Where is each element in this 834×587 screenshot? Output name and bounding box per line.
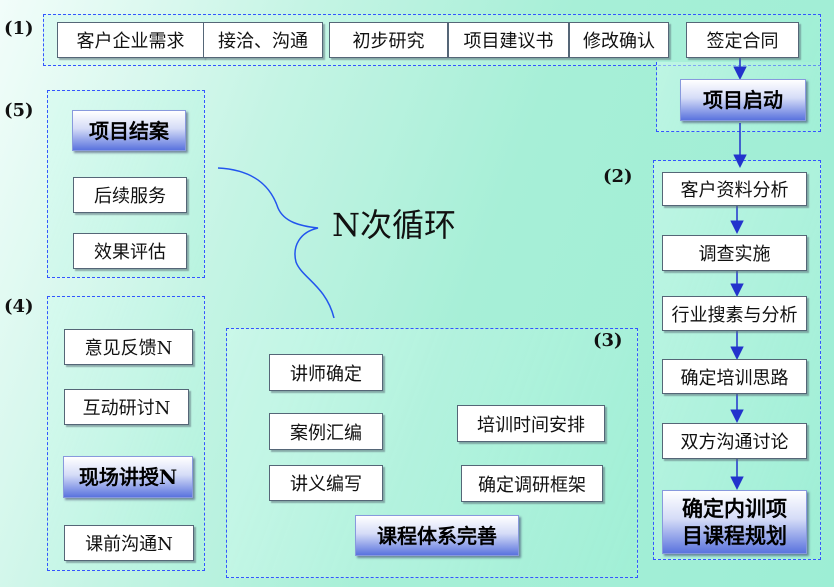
stage1-step-contact: 接洽、沟通 [203,22,323,58]
stage3-item-handouts: 讲义编写 [269,465,383,501]
stage5-item-evaluation: 效果评估 [73,233,187,269]
stage5-item-followup: 后续服务 [73,177,187,213]
stage4-item-feedback: 意见反馈N [64,329,193,365]
stage3-item-cases: 案例汇编 [269,413,383,450]
stage2-step-client-analysis: 客户资料分析 [662,172,807,206]
stage2-step-survey: 调查实施 [662,235,807,271]
stage3-item-framework: 确定调研框架 [461,465,603,502]
section-label-2: (2) [603,166,633,187]
stage3-item-trainer: 讲师确定 [269,354,383,391]
stage1-step-contract: 签定合同 [686,22,799,58]
milestone-project-closure: 项目结案 [72,110,186,151]
stage1-step-confirm: 修改确认 [569,22,669,58]
milestone-training-plan: 确定内训项 目课程规划 [662,490,807,554]
milestone-project-launch: 项目启动 [680,79,806,121]
stage1-step-proposal: 项目建议书 [448,22,569,58]
section-label-1: (1) [4,18,34,39]
stage4-item-discussion: 互动研讨N [64,389,189,425]
stage2-step-approach: 确定培训思路 [662,359,807,394]
cycle-label: N次循环 [332,206,457,244]
stage1-step-client-demand: 客户企业需求 [57,22,204,58]
cycle-brace [217,167,335,319]
section-label-3: (3) [593,330,623,351]
stage2-step-industry: 行业搜素与分析 [662,296,807,331]
stage3-item-schedule: 培训时间安排 [457,405,605,442]
milestone-training-plan-line1: 确定内训项 [682,495,787,521]
stage2-step-discussion: 双方沟通讨论 [662,423,807,459]
section-label-4: (4) [4,296,34,317]
stage1-step-research: 初步研究 [329,22,448,58]
milestone-onsite-lecture: 现场讲授N [63,456,193,498]
stage4-item-pre-communication: 课前沟通N [64,525,194,561]
milestone-course-system: 课程体系完善 [355,515,519,556]
section-label-5: (5) [4,100,34,121]
milestone-training-plan-line2: 目课程规划 [682,523,787,548]
